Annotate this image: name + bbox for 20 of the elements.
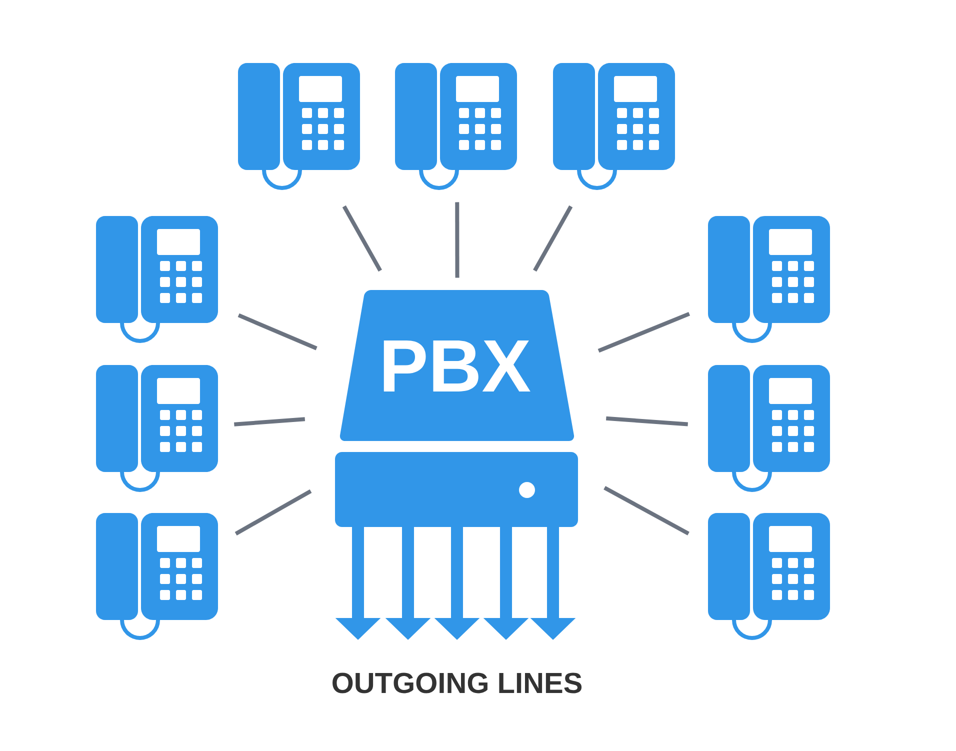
phone-icon	[96, 512, 218, 640]
phone-icon	[708, 216, 830, 343]
connector-line	[342, 205, 382, 272]
connector-line	[604, 486, 690, 536]
phone-icon	[96, 364, 218, 492]
connector-line	[455, 202, 460, 278]
phone-icon	[238, 62, 360, 190]
connector-line	[598, 312, 690, 353]
phone-icon	[96, 216, 218, 343]
connector-line	[234, 417, 306, 426]
phone-icon	[395, 62, 517, 190]
caption: OUTGOING LINES	[332, 672, 582, 694]
connector-line	[234, 489, 312, 536]
pbx-server-drawing: PBX	[335, 290, 578, 527]
connector-line	[606, 416, 688, 426]
connector-line	[238, 313, 318, 350]
phone-icon	[708, 512, 830, 640]
phone-icon	[553, 62, 675, 190]
phone-icon	[708, 364, 830, 492]
connector-line	[533, 205, 573, 272]
